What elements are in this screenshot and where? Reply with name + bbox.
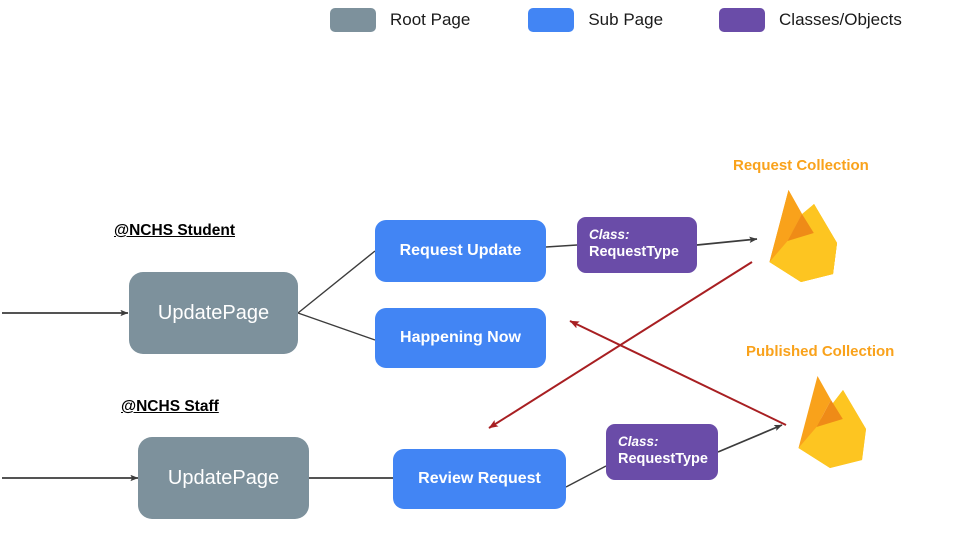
legend-item-classes-objects: Classes/Objects — [719, 8, 902, 32]
section-title-student: @NCHS Student — [114, 222, 236, 239]
edge-review-request-to-class — [565, 465, 607, 488]
node-class-requesttype-student[interactable]: Class: RequestType — [577, 217, 697, 273]
legend-label-sub-page: Sub Page — [588, 10, 664, 29]
node-student-updatepage[interactable]: UpdatePage — [129, 272, 298, 354]
edge-class-to-published-collection — [717, 424, 783, 453]
legend-item-sub-page: Sub Page — [528, 8, 663, 32]
legend-label-root-page: Root Page — [390, 10, 471, 29]
node-staff-updatepage[interactable]: UpdatePage — [138, 437, 309, 519]
node-class-requesttype-staff[interactable]: Class: RequestType — [606, 424, 718, 480]
legend-swatch-root-page — [330, 8, 376, 32]
node-request-update[interactable]: Request Update — [375, 220, 546, 282]
class-kind-label: Class: — [589, 227, 630, 242]
legend: Root Page Sub Page Classes/Objects — [330, 8, 902, 32]
legend-label-classes-objects: Classes/Objects — [779, 10, 902, 29]
firebase-icon — [757, 182, 849, 283]
node-happening-now[interactable]: Happening Now — [375, 308, 546, 368]
store-label-published-collection: Published Collection — [746, 343, 895, 360]
legend-item-root-page: Root Page — [330, 8, 470, 32]
edge-published-collection-to-happening-now — [569, 320, 787, 426]
class-name-label: RequestType — [618, 451, 708, 467]
edge-request-update-to-class — [545, 244, 578, 248]
legend-swatch-sub-page — [528, 8, 575, 32]
edge-class-to-request-collection — [696, 236, 758, 246]
section-title-staff: @NCHS Staff — [121, 398, 219, 415]
class-name-label: RequestType — [589, 244, 679, 260]
edge-student-to-request-update — [297, 250, 376, 314]
legend-swatch-classes-objects — [719, 8, 766, 32]
class-kind-label: Class: — [618, 434, 659, 449]
store-label-request-collection: Request Collection — [733, 157, 869, 174]
edge-student-to-happening-now — [297, 312, 376, 341]
firebase-icon — [786, 368, 878, 469]
node-review-request[interactable]: Review Request — [393, 449, 566, 509]
